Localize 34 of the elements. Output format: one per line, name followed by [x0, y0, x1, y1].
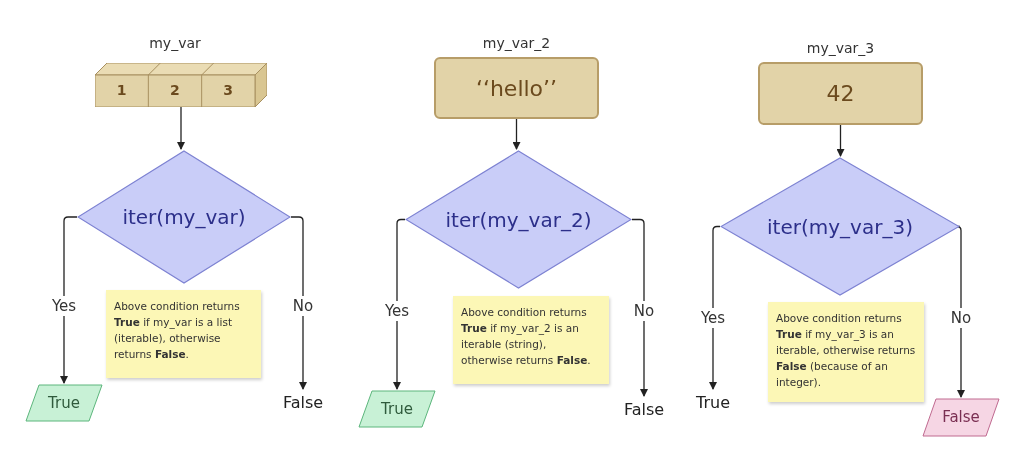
result-text: True — [48, 392, 80, 414]
result-text: False — [623, 399, 665, 421]
variable-name: my_var — [148, 34, 202, 53]
variable-name: my_var_2 — [481, 34, 552, 53]
edge-label: Yes — [50, 296, 78, 316]
arrow — [709, 225, 721, 390]
note-text: Above condition returns True if my_var_2 is an iterable (string), otherwise returns False. — [461, 305, 592, 368]
condition-text: iter(my_var) — [122, 204, 246, 231]
result-text: False — [282, 392, 324, 414]
note-box — [768, 302, 924, 402]
edge-label: No — [291, 296, 315, 316]
list-item-value: 2 — [170, 81, 180, 100]
edge-label: Yes — [699, 308, 727, 328]
edge-label: Yes — [383, 301, 411, 321]
arrow — [393, 218, 406, 390]
arrow — [177, 106, 185, 150]
note-box — [453, 296, 609, 384]
edge-label: No — [632, 301, 656, 321]
condition-text: iter(my_var_3) — [767, 213, 913, 241]
arrow — [836, 124, 845, 157]
value-text: ‘‘hello’’ — [475, 74, 558, 103]
edge-label: No — [949, 308, 973, 328]
condition-text: iter(my_var_2) — [445, 206, 592, 234]
list-item-value: 3 — [223, 81, 234, 100]
note-box — [106, 290, 261, 378]
variable-name: my_var_3 — [805, 39, 876, 58]
value-text: 42 — [826, 80, 855, 108]
list-item-value: 1 — [116, 81, 127, 100]
note-text: Above condition returns True if my_var is a list (iterable), otherwise returns False. — [114, 299, 241, 362]
result-text: True — [696, 392, 730, 414]
arrow — [512, 118, 521, 150]
note-text: Above condition returns True if my_var_3 is an iterable, otherwise returns False (because of an integer). — [776, 311, 916, 390]
result-text: True — [381, 398, 413, 420]
result-text: False — [942, 407, 980, 429]
